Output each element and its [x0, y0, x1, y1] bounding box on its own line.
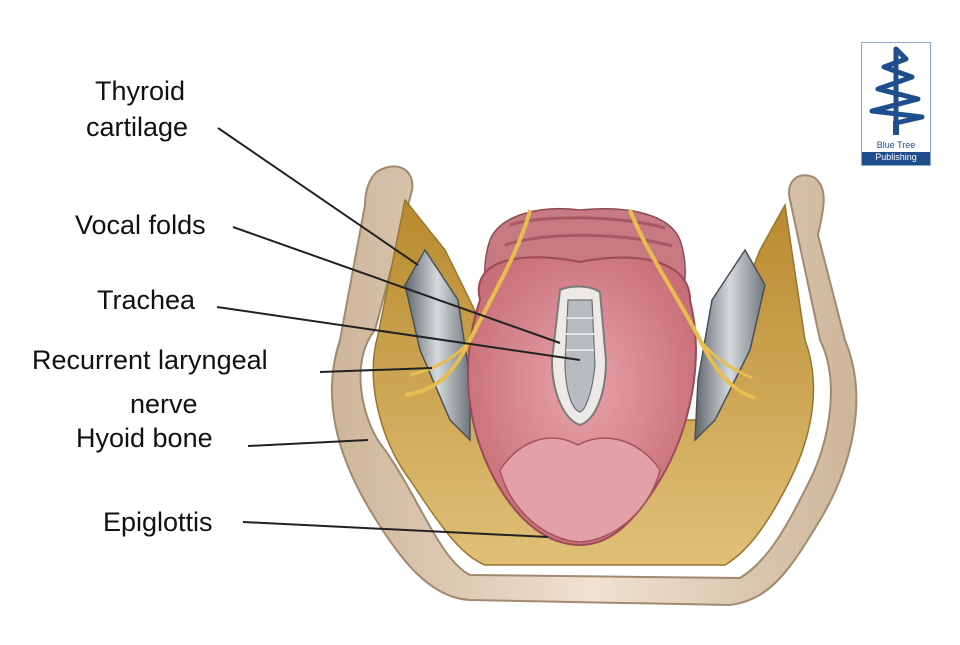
epiglottis-shape: [499, 437, 661, 543]
thyroid-cartilage-left: [404, 248, 471, 442]
leader-thyroid-cartilage: [217, 127, 419, 266]
thyroid-cartilage-right: [694, 248, 766, 442]
label-trachea: Trachea: [97, 285, 196, 315]
label-nerve-line2: nerve: [130, 389, 198, 419]
label-nerve-line1: Recurrent laryngeal: [32, 345, 268, 375]
leader-vocal-folds: [232, 226, 561, 344]
leader-recurrent-nerve: [319, 367, 433, 373]
leader-hyoid-bone: [247, 439, 369, 447]
label-thyroid-line1: Thyroid: [95, 76, 186, 106]
nerve-left: [404, 209, 532, 397]
leader-lines: [216, 127, 581, 538]
label-thyroid-line2: cartilage: [86, 112, 189, 142]
publisher-logo: Blue Tree Publishing: [861, 42, 931, 166]
label-epiglottis: Epiglottis: [103, 507, 213, 537]
hyoid-bone-shape: [330, 165, 858, 607]
leader-epiglottis: [242, 521, 549, 538]
label-hyoid-bone: Hyoid bone: [76, 423, 213, 453]
label-vocal-folds: Vocal folds: [75, 210, 206, 240]
trachea-shape: [564, 299, 596, 413]
leader-trachea: [216, 306, 581, 361]
blue-tree-icon: [869, 46, 925, 135]
logo-text-line1: Blue Tree: [876, 140, 916, 150]
logo-text-line2: Publishing: [862, 152, 930, 165]
nerve-right: [628, 209, 756, 400]
